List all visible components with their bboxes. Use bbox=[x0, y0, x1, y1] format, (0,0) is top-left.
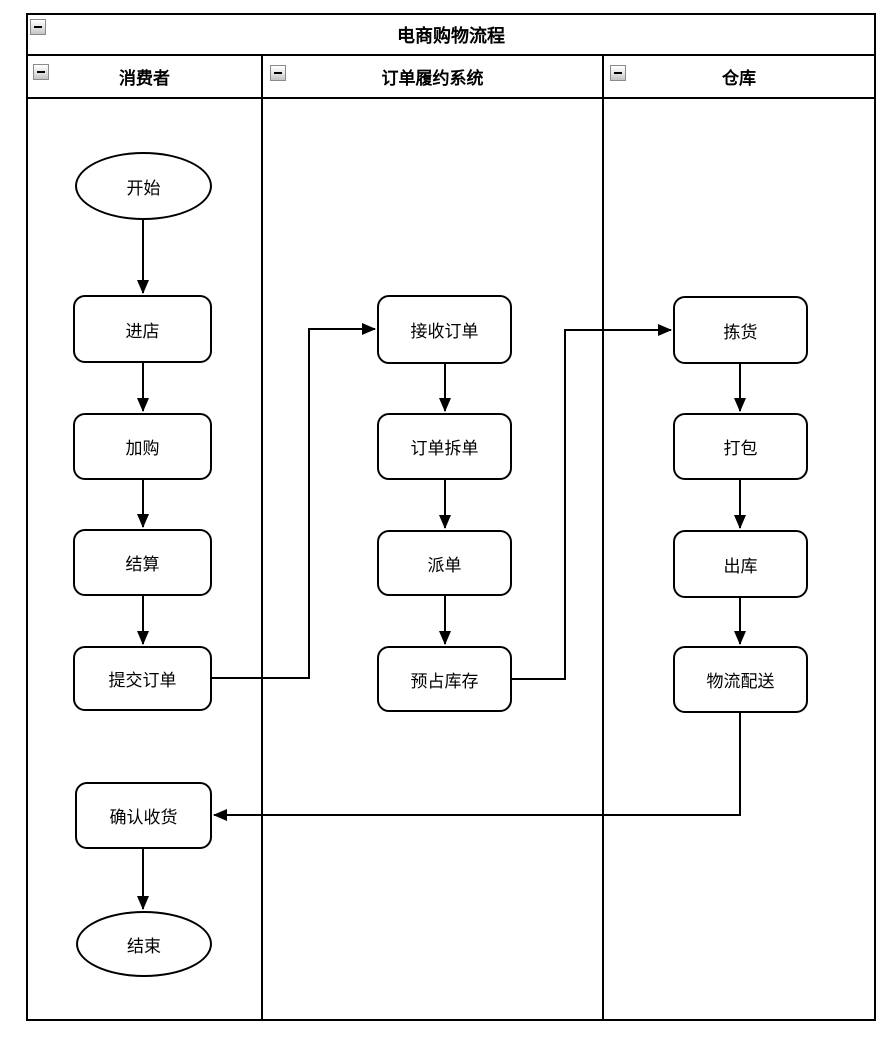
flow-node-confirm-receipt[interactable]: 确认收货 bbox=[75, 782, 212, 849]
minus-icon bbox=[614, 72, 622, 74]
flow-node-submit-order[interactable]: 提交订单 bbox=[73, 646, 212, 711]
minus-icon bbox=[34, 26, 42, 28]
flow-node-checkout[interactable]: 结算 bbox=[73, 529, 212, 596]
minus-icon bbox=[37, 71, 45, 73]
flow-node-label: 确认收货 bbox=[109, 808, 178, 827]
minus-icon bbox=[274, 72, 282, 74]
lane-order-fulfillment-system-header[interactable]: 订单履约系统 bbox=[263, 56, 602, 99]
pool-title-bar[interactable]: 电商购物流程 bbox=[28, 15, 874, 56]
flow-node-label: 接收订单 bbox=[410, 322, 479, 341]
flow-node-label: 拣货 bbox=[723, 322, 758, 342]
flow-node-label: 物流配送 bbox=[706, 672, 775, 691]
flow-node-label: 提交订单 bbox=[108, 671, 177, 690]
lane-order-fulfillment-system-collapse-button[interactable] bbox=[270, 65, 286, 81]
lane-warehouse-collapse-button[interactable] bbox=[610, 65, 626, 81]
lane-warehouse-header[interactable]: 仓库 bbox=[604, 56, 874, 99]
lane-order-fulfillment-system[interactable]: 订单履约系统 bbox=[261, 56, 602, 1019]
flow-node-pack[interactable]: 打包 bbox=[673, 413, 808, 480]
flow-node-label: 打包 bbox=[723, 439, 758, 458]
edge-reserve-inventory-to-pick-goods[interactable] bbox=[512, 324, 672, 680]
flow-node-dispatch-order[interactable]: 派单 bbox=[377, 530, 512, 596]
lane-consumer[interactable]: 消费者 bbox=[28, 56, 261, 1019]
flow-node-add-to-cart[interactable]: 加购 bbox=[73, 413, 212, 480]
edge-submit-order-to-receive-order[interactable] bbox=[212, 323, 376, 679]
flow-node-label: 结算 bbox=[125, 555, 160, 574]
flow-node-start[interactable]: 开始 bbox=[75, 152, 212, 220]
lane-consumer-collapse-button[interactable] bbox=[33, 64, 49, 80]
pool-collapse-button[interactable] bbox=[30, 19, 46, 35]
flow-node-label: 派单 bbox=[427, 555, 462, 575]
lane-warehouse[interactable]: 仓库 bbox=[602, 56, 874, 1019]
lane-warehouse-title: 仓库 bbox=[722, 69, 756, 88]
flow-node-label: 进店 bbox=[125, 321, 160, 341]
flow-node-pick-goods[interactable]: 拣货 bbox=[673, 296, 808, 364]
pool-title: 电商购物流程 bbox=[397, 25, 505, 46]
lane-order-fulfillment-system-title: 订单履约系统 bbox=[381, 69, 484, 88]
flow-node-outbound[interactable]: 出库 bbox=[673, 530, 808, 598]
flow-node-label: 预占库存 bbox=[410, 671, 479, 691]
lane-consumer-title: 消费者 bbox=[119, 69, 170, 88]
flow-node-end[interactable]: 结束 bbox=[76, 911, 212, 977]
flow-node-logistics-delivery[interactable]: 物流配送 bbox=[673, 646, 808, 713]
flow-node-label: 开始 bbox=[126, 178, 161, 198]
flow-node-receive-order[interactable]: 接收订单 bbox=[377, 295, 512, 364]
flow-node-label: 订单拆单 bbox=[410, 439, 479, 458]
flow-node-label: 出库 bbox=[723, 556, 758, 576]
lanes-container: 消费者 订单履约系统 仓库 bbox=[28, 56, 874, 1019]
flow-node-reserve-inventory[interactable]: 预占库存 bbox=[377, 646, 512, 712]
flow-node-label: 加购 bbox=[125, 439, 160, 458]
flow-node-label: 结束 bbox=[127, 936, 161, 956]
edge-logistics-delivery-to-confirm-receipt[interactable] bbox=[213, 713, 741, 821]
flow-node-enter-store[interactable]: 进店 bbox=[73, 295, 212, 363]
flow-node-split-order[interactable]: 订单拆单 bbox=[377, 413, 512, 480]
lane-consumer-header[interactable]: 消费者 bbox=[28, 56, 261, 99]
